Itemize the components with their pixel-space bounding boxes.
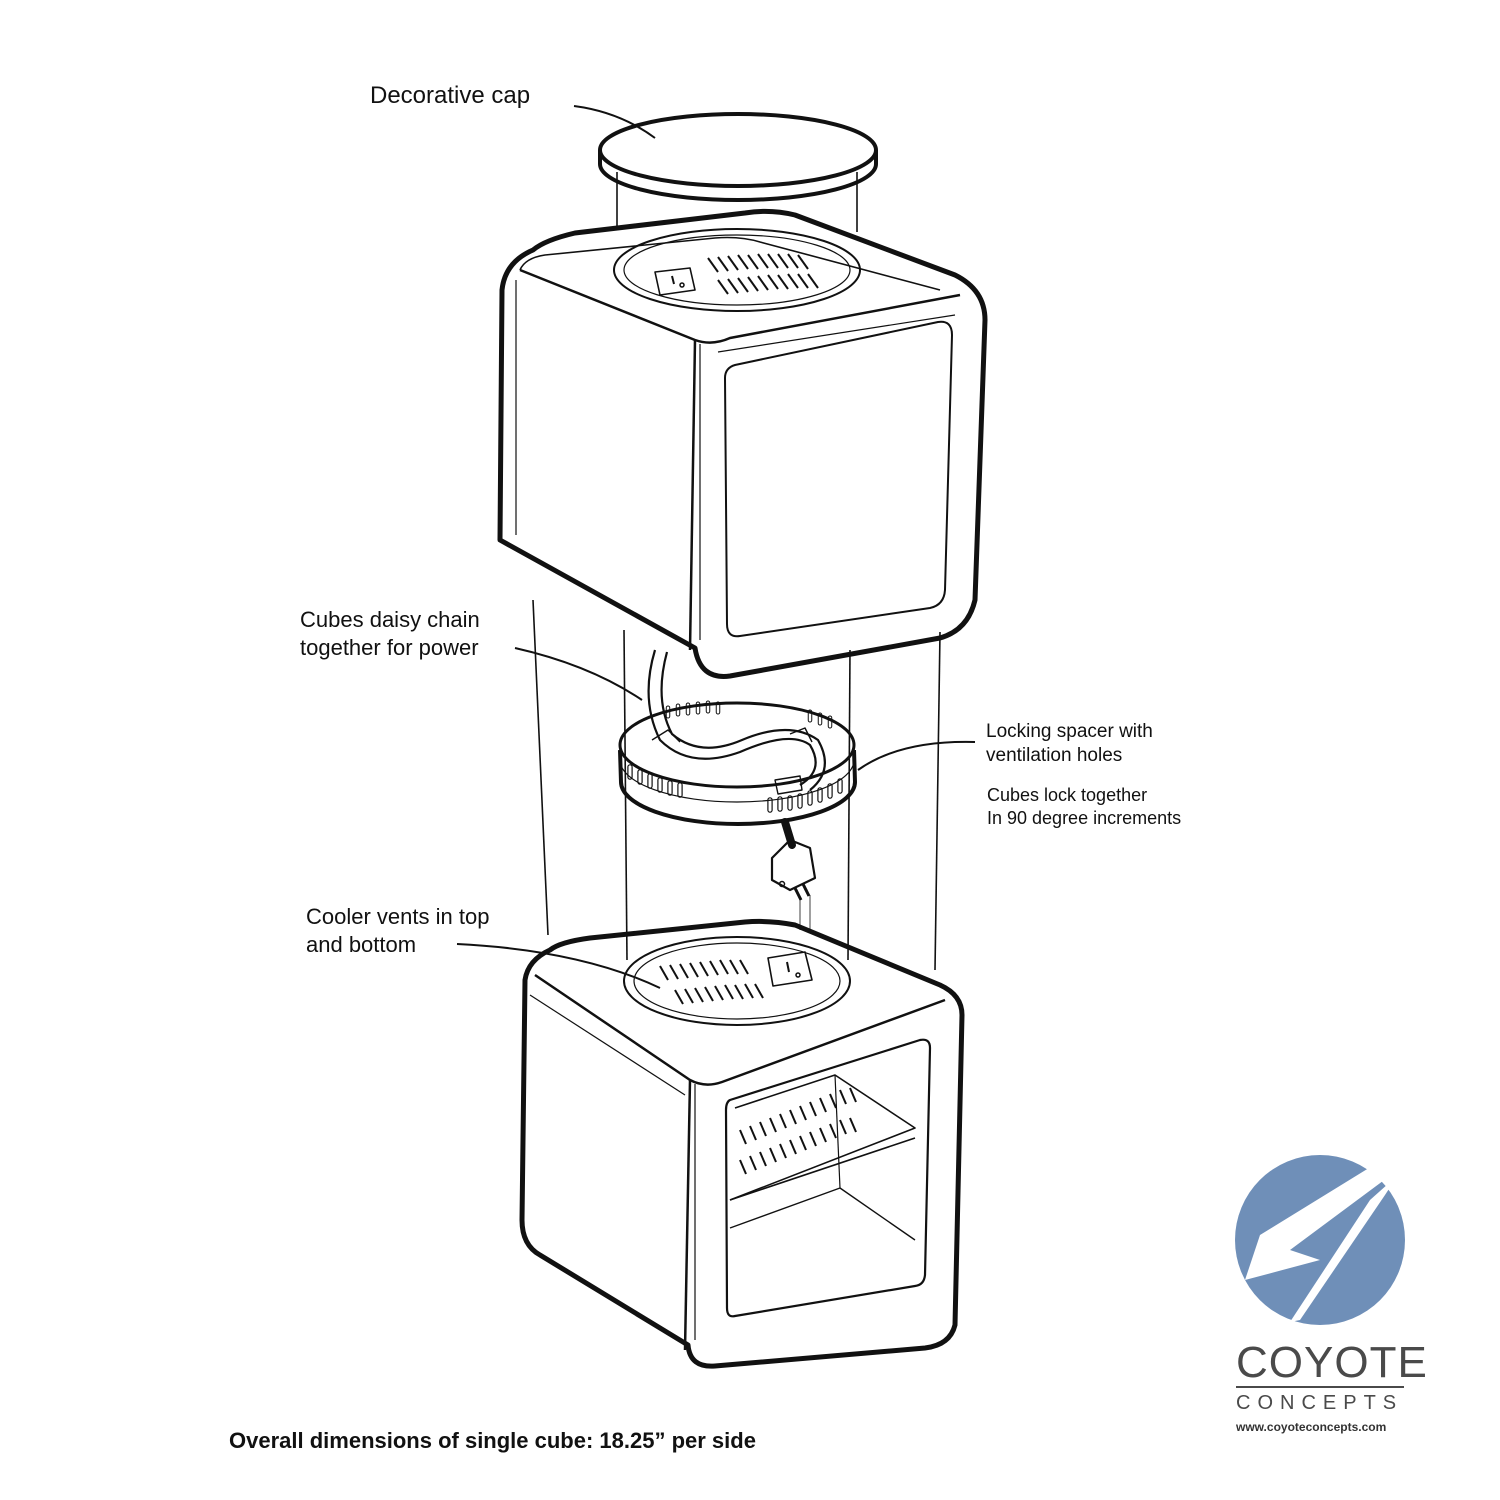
- upper-cube-vent-slots: [707, 253, 819, 295]
- locking-spacer-ring: [618, 701, 857, 826]
- cooler-vents-label-line1: Cooler vents in top: [306, 904, 490, 929]
- decorative-cap-label: Decorative cap: [370, 82, 531, 109]
- cap-leader-line: [573, 105, 656, 139]
- locking-spacer-label-line1: Locking spacer with: [986, 721, 1153, 742]
- lock-note-label-line2: In 90 degree increments: [987, 808, 1182, 828]
- lower-cube-vent-slots: [659, 959, 764, 1005]
- dimensions-footer: Overall dimensions of single cube: 18.25…: [229, 1428, 756, 1453]
- spacer-leader-line: [857, 740, 976, 771]
- daisy-chain-leader-line: [514, 647, 643, 701]
- shelf-vent-slots: [739, 1087, 857, 1175]
- daisy-chain-label-line1: Cubes daisy chain: [300, 607, 480, 632]
- daisy-chain-label: Cubes daisy chain together for power: [300, 606, 480, 662]
- locking-spacer-label-line2: ventilation holes: [986, 745, 1123, 766]
- decorative-cap: [598, 112, 878, 202]
- cooler-vents-label-line2: and bottom: [306, 932, 417, 957]
- cooler-vents-leader-line: [456, 943, 661, 989]
- daisy-chain-label-line2: together for power: [300, 635, 479, 660]
- locking-spacer-label: Locking spacer with ventilation holes: [986, 720, 1153, 768]
- cooler-vents-label: Cooler vents in top and bottom: [306, 903, 489, 959]
- power-plug: [770, 818, 817, 930]
- lock-note-label: Cubes lock together In 90 degree increme…: [987, 784, 1181, 830]
- brand-divider: [1236, 1386, 1404, 1388]
- brand-tagline: CONCEPTS: [1236, 1392, 1404, 1414]
- lock-note-label-line1: Cubes lock together: [987, 785, 1148, 805]
- brand-name: COYOTE: [1236, 1338, 1428, 1387]
- brand-url: www.coyoteconcepts.com: [1236, 1420, 1387, 1434]
- power-cable: [647, 649, 826, 791]
- upper-cube: [497, 208, 988, 679]
- coyote-logo-mark: [1235, 1155, 1405, 1325]
- spacer-ventilation-holes: [627, 700, 843, 813]
- lower-cube: [519, 918, 965, 1369]
